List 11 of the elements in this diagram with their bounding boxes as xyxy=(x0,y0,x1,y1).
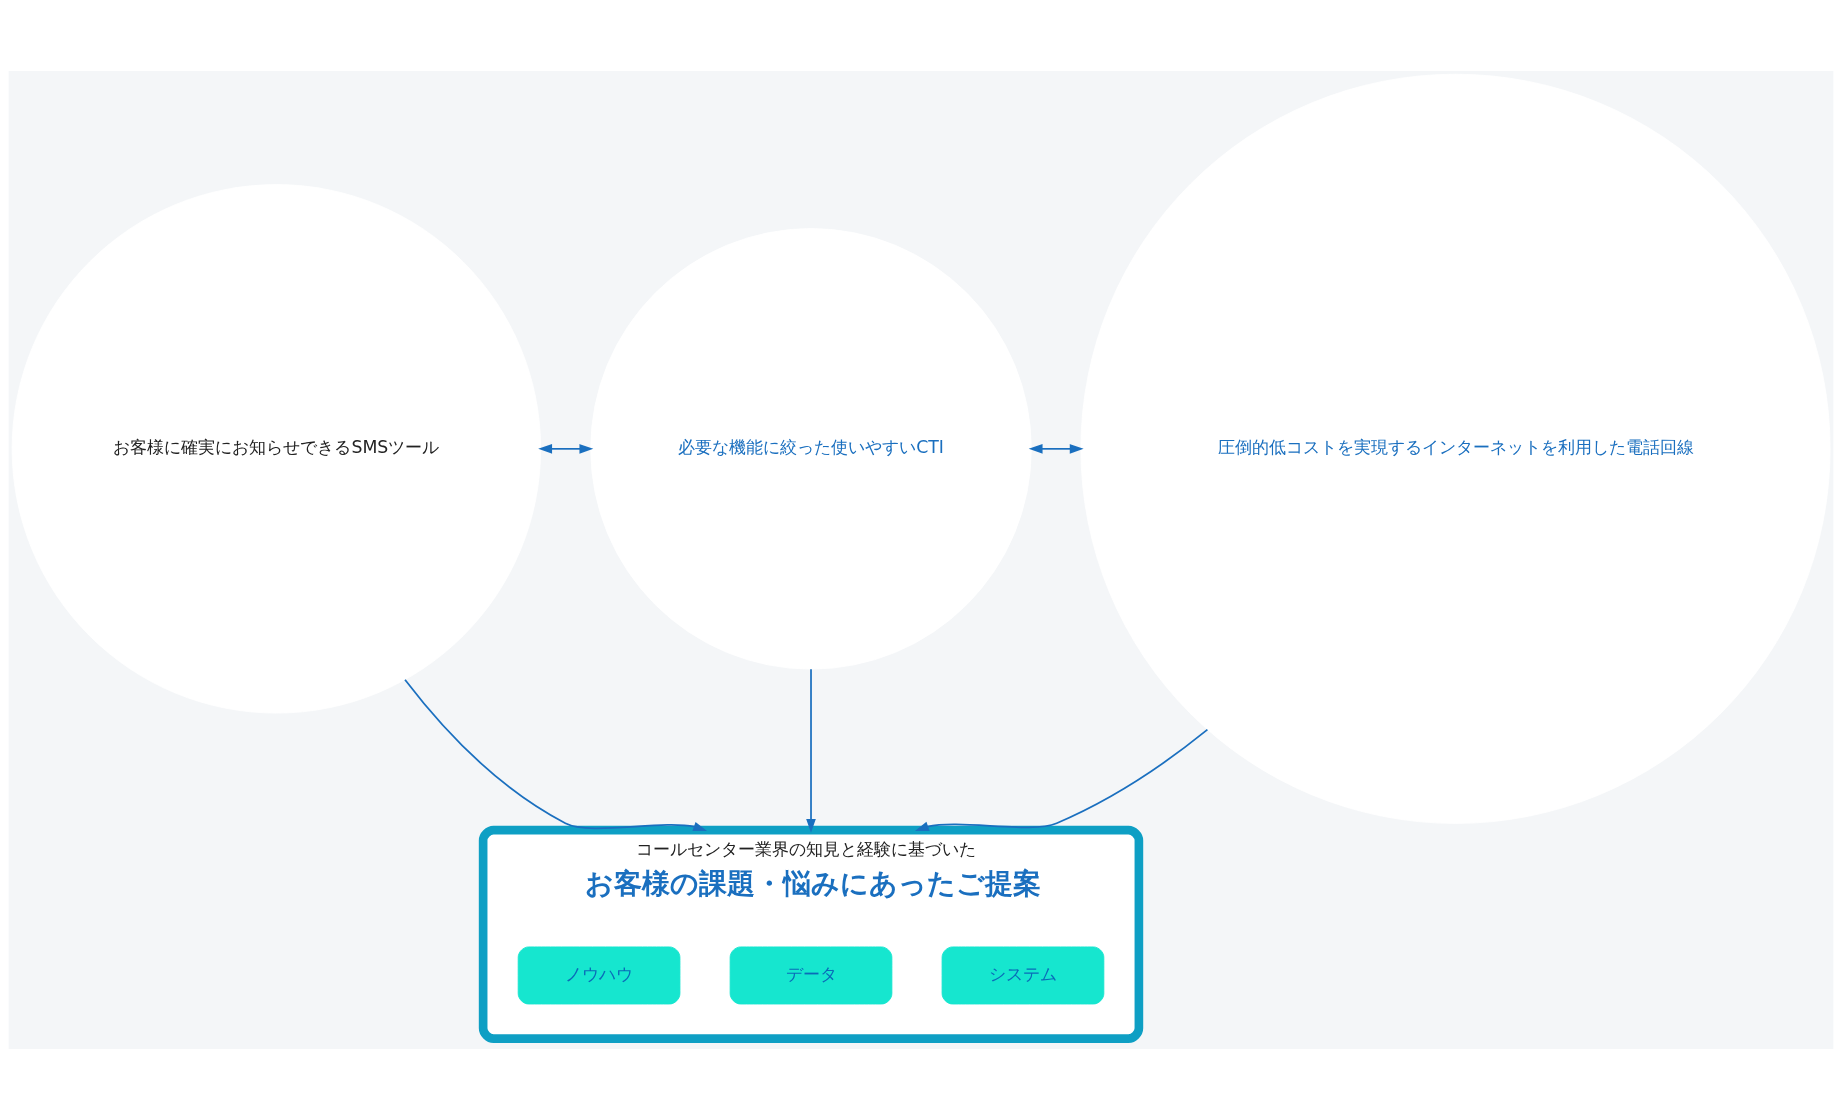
arrow xyxy=(404,678,708,832)
node-circle: お客様に確実にお知らせできるSMSツール xyxy=(11,184,542,714)
node-box: データ xyxy=(729,946,893,1005)
arrow xyxy=(1028,444,1084,454)
node-circle: 必要な機能に絞った使いやすいCTI xyxy=(590,228,1032,670)
arrow xyxy=(914,728,1209,831)
node-box: ノウハウ xyxy=(517,946,681,1005)
node-circle: 圧倒的低コストを実現するインターネットを利用した電話回線 xyxy=(1080,73,1831,824)
node-box: システム xyxy=(941,946,1105,1005)
arrow xyxy=(538,444,594,454)
arrow xyxy=(806,668,816,833)
